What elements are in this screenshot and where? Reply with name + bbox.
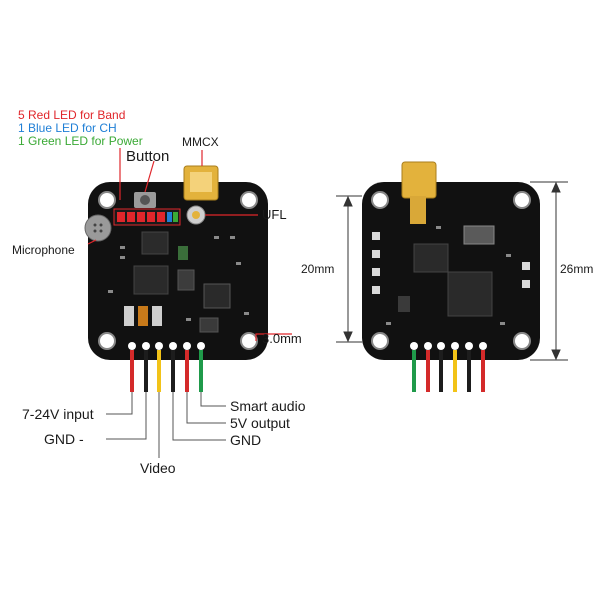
mount-hole-br xyxy=(240,332,258,350)
chip-5 xyxy=(199,317,219,333)
legend-red-led: 5 Red LED for Band xyxy=(18,108,126,122)
label-gnd-left: GND - xyxy=(44,431,84,447)
led-blue xyxy=(167,212,172,222)
button-cap xyxy=(140,195,150,205)
front-pads xyxy=(128,342,205,350)
back-chip-1 xyxy=(413,243,449,273)
led-red-4 xyxy=(147,212,155,222)
label-5v-output: 5V output xyxy=(230,415,290,431)
label-mmcx: MMCX xyxy=(182,135,219,149)
dimension-20mm xyxy=(336,195,362,343)
front-board xyxy=(84,148,292,458)
led-red-2 xyxy=(127,212,135,222)
back-pads xyxy=(410,342,487,350)
front-wires xyxy=(130,350,203,392)
cap-2 xyxy=(138,306,148,326)
label-hole-size: 3.0mm xyxy=(262,331,302,346)
back-chip-3 xyxy=(398,296,410,312)
back-mmcx xyxy=(401,161,437,199)
back-side-pads xyxy=(372,232,530,294)
back-pcb xyxy=(362,182,540,360)
label-smart-audio: Smart audio xyxy=(230,398,306,414)
label-video: Video xyxy=(140,460,176,476)
wire-leaders xyxy=(106,392,226,458)
back-chip-2 xyxy=(447,271,493,317)
led-red-3 xyxy=(137,212,145,222)
label-button: Button xyxy=(126,148,170,165)
back-crystal xyxy=(463,225,495,245)
label-vin: 7-24V input xyxy=(22,406,94,422)
dimension-26mm xyxy=(530,181,568,361)
mount-hole-tr xyxy=(240,191,258,209)
mount-hole-bl xyxy=(98,332,116,350)
back-mmcx-leg xyxy=(410,196,426,224)
chip-3 xyxy=(203,283,231,309)
label-26mm: 26mm xyxy=(560,262,594,276)
back-wires xyxy=(412,350,485,392)
legend-green-led: 1 Green LED for Power xyxy=(18,134,143,148)
label-20mm: 20mm xyxy=(301,262,335,276)
cap-1 xyxy=(124,306,134,326)
led-green xyxy=(173,212,178,222)
led-red-5 xyxy=(157,212,165,222)
callout-lines xyxy=(87,148,292,341)
mount-hole-tl xyxy=(98,191,116,209)
label-gnd-right: GND xyxy=(230,432,262,448)
legend-blue-led: 1 Blue LED for CH xyxy=(18,121,117,135)
chip-4 xyxy=(177,269,195,291)
chip-2 xyxy=(133,265,169,295)
inductor xyxy=(178,246,188,260)
label-ufl: UFL xyxy=(262,207,287,222)
microphone-part xyxy=(84,214,112,242)
ufl-center xyxy=(192,211,200,219)
cap-3 xyxy=(152,306,162,326)
led-red-1 xyxy=(117,212,125,222)
chip-1 xyxy=(141,231,169,255)
label-microphone: Microphone xyxy=(12,243,75,257)
mmcx-highlight xyxy=(190,172,212,192)
back-board xyxy=(336,161,568,392)
